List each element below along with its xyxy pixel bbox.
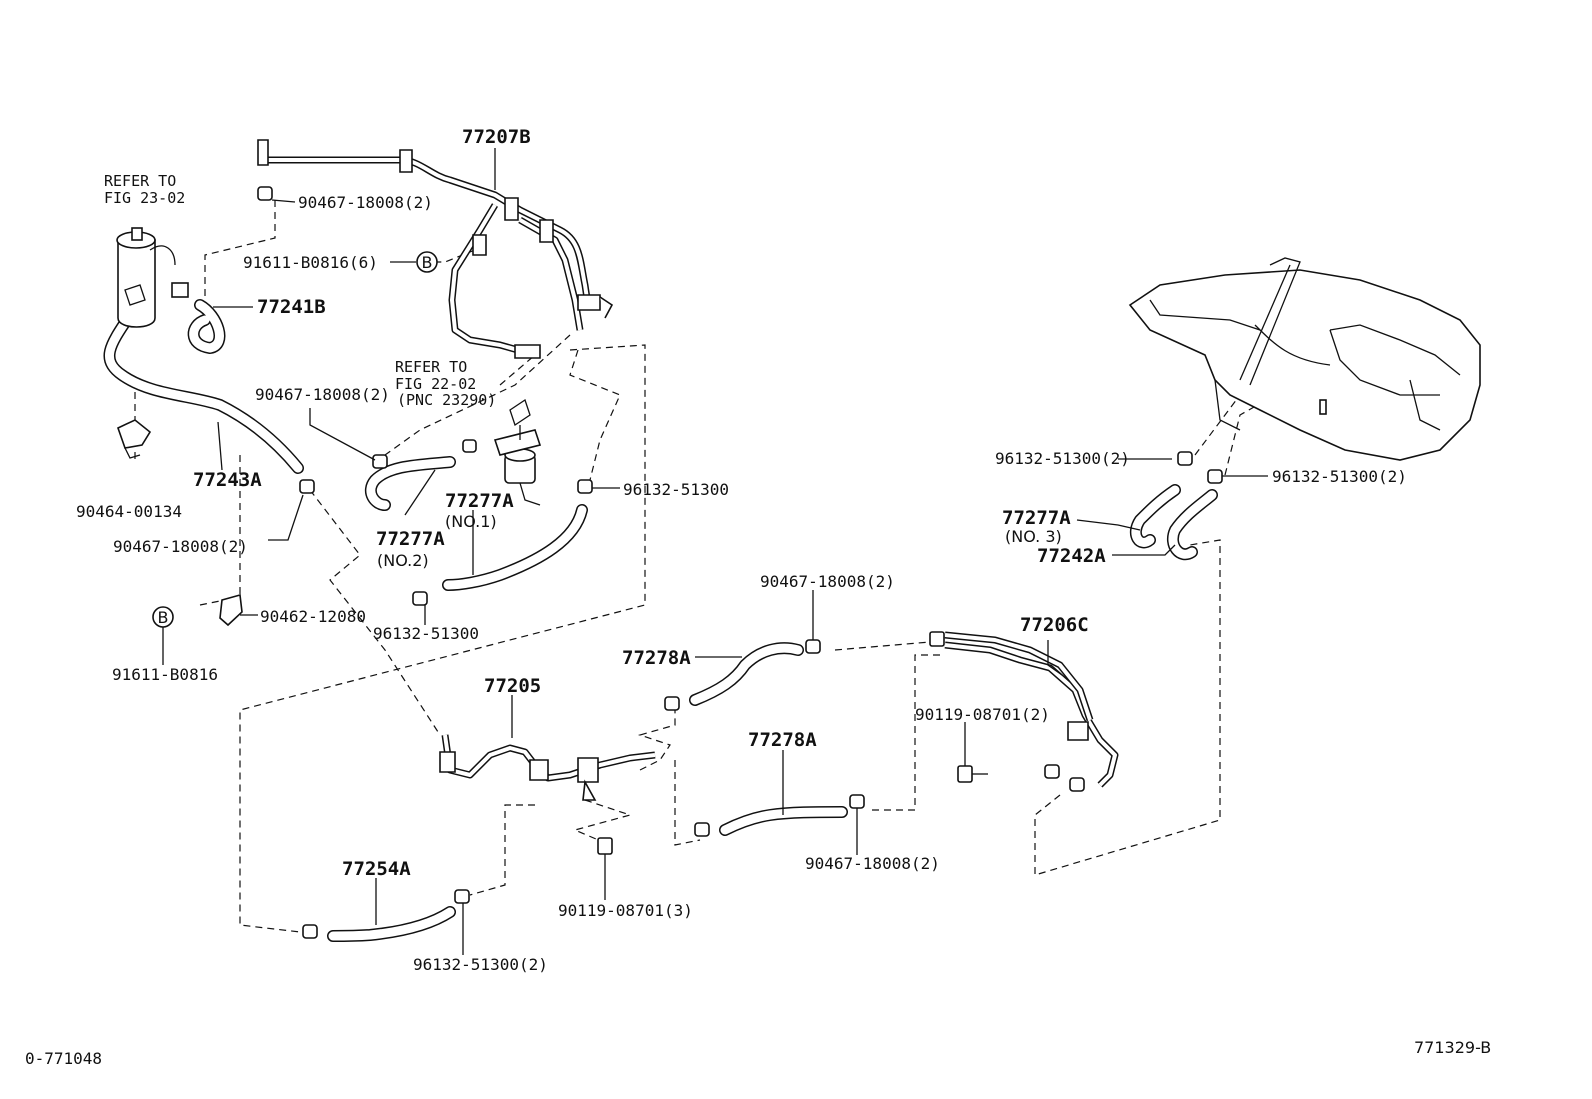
label-77241b: 77241B [257, 296, 326, 318]
label-90119-3: 90119-08701(3) [558, 901, 693, 920]
footer-right-code: 771329-B [1414, 1038, 1491, 1057]
bolt-90119-r [957, 765, 973, 783]
label-77277a-no2: 77277A [376, 528, 445, 550]
label-no3: (NO. 3) [1005, 527, 1062, 546]
label-77277a-no3: 77277A [1002, 507, 1071, 529]
label-77242a: 77242A [1037, 545, 1106, 567]
pipe-77205 [441, 734, 656, 782]
label-96132-bottom: 96132-51300(2) [413, 955, 548, 974]
clamp-90467-r2 [849, 794, 865, 809]
label-90467-mid: 90467-18008(2) [255, 385, 390, 404]
b-marker-top: B [416, 251, 438, 273]
label-90467-r2: 90467-18008(2) [805, 854, 940, 873]
pipes [268, 156, 1119, 788]
fuel-tank [1128, 257, 1481, 461]
footer-left-code: 0-771048 [25, 1049, 102, 1068]
label-no1: (NO.1) [445, 512, 497, 531]
label-no2: (NO.2) [377, 551, 429, 570]
label-96132-mid: 96132-51300 [623, 480, 729, 499]
label-91611: 91611-B0816 [112, 665, 218, 684]
clamp-90467-r1 [805, 639, 821, 654]
b-marker-left: B [152, 606, 174, 628]
reference-notes: REFER TO FIG 23-02 REFER TO FIG 22-02 (P… [104, 172, 496, 409]
hoses [103, 299, 1218, 942]
bolt-90119-3 [597, 837, 613, 855]
clamp-96132-mid [577, 479, 593, 494]
ref-fig2302-line2: FIG 23-02 [104, 189, 185, 207]
clamp-90467-left [299, 479, 315, 494]
part-labels: 77207B 90467-18008(2) 91611-B0816(6) 772… [76, 126, 1407, 974]
label-77206c: 77206C [1020, 614, 1089, 636]
label-90119-r: 90119-08701(2) [915, 705, 1050, 724]
label-77277a-no1: 77277A [445, 490, 514, 512]
svg-text:B: B [422, 253, 433, 272]
ref-fig2202-line1: REFER TO [395, 358, 467, 376]
label-77254a: 77254A [342, 858, 411, 880]
label-77278a-upper: 77278A [622, 647, 691, 669]
svg-text:B: B [158, 608, 169, 627]
clip-90462 [219, 593, 243, 627]
label-77278a-lower: 77278A [748, 729, 817, 751]
label-90467-r1: 90467-18008(2) [760, 572, 895, 591]
clamp-96132-tank-r [1207, 469, 1223, 484]
clamp-96132-low [412, 591, 428, 606]
label-90462: 90462-12080 [260, 607, 366, 626]
label-77205: 77205 [484, 675, 541, 697]
bolts [597, 765, 988, 858]
footer: 0-771048 771329-B [25, 1038, 1491, 1068]
label-96132-tank-l: 96132-51300(2) [995, 449, 1130, 468]
clamp-96132-tank-l [1177, 451, 1193, 466]
label-90467-left: 90467-18008(2) [113, 537, 248, 556]
label-90467-top: 90467-18008(2) [298, 193, 433, 212]
ref-fig2202-line3: (PNC 23290) [397, 391, 496, 409]
fuel-filter [493, 398, 542, 506]
label-96132-tank-r: 96132-51300(2) [1272, 467, 1407, 486]
label-77207b: 77207B [462, 126, 531, 148]
ref-fig2202-line2: FIG 22-02 [395, 375, 476, 393]
label-96132-low: 96132-51300 [373, 624, 479, 643]
label-90464: 90464-00134 [76, 502, 182, 521]
clamp-90467-mid [372, 454, 388, 469]
clamp-96132-bottom [454, 889, 470, 904]
charcoal-canister [116, 227, 189, 328]
label-77243a: 77243A [193, 469, 262, 491]
clamp-90467-top [257, 186, 273, 201]
leader-lines [162, 148, 1268, 955]
ref-fig2302-line1: REFER TO [104, 172, 176, 190]
clip-90464 [117, 419, 152, 449]
brackets [117, 139, 1089, 801]
label-91611-6: 91611-B0816(6) [243, 253, 378, 272]
